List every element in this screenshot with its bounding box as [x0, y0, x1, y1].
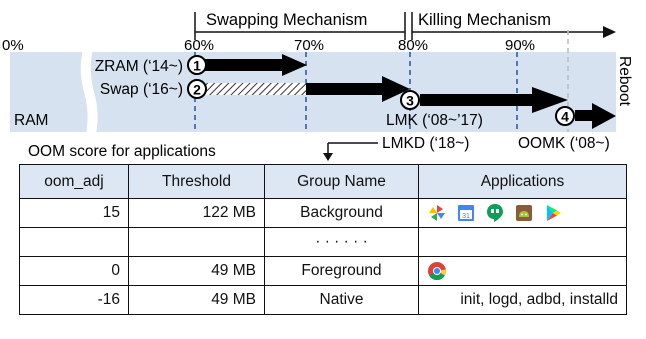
oomk-arrowhead	[592, 103, 616, 129]
cell-threshold	[128, 227, 265, 257]
table-row: 0 49 MB Foreground	[19, 256, 627, 286]
swap-arrow-hatched-shaft	[205, 83, 308, 95]
header-group-name: Group Name	[264, 164, 419, 199]
swap-label: Swap (‘16~)	[100, 81, 183, 98]
swap-arrow-solid-shaft	[306, 83, 384, 95]
marker-3: 3	[400, 90, 420, 110]
hangouts-icon	[487, 204, 503, 222]
table-row: 15 122 MB Background 31	[19, 198, 627, 228]
killing-range-arrowhead	[603, 26, 616, 38]
calendar-icon: 31	[458, 205, 474, 221]
cell-group-name: Background	[264, 198, 419, 228]
cell-ellipsis: · · · · · ·	[264, 227, 419, 257]
zram-label: ZRAM (‘14~)	[95, 58, 183, 75]
cell-oom-adj: 0	[19, 256, 129, 286]
marker-2: 2	[187, 79, 207, 99]
cell-applications	[418, 227, 627, 257]
ram-bar-break	[80, 50, 98, 134]
lmkd-pointer-arrowhead	[323, 153, 333, 161]
table-row: · · · · · ·	[19, 227, 627, 257]
oomk-label: OOMK (‘08~)	[518, 135, 610, 152]
header-oom-adj: oom_adj	[19, 164, 129, 199]
cell-threshold: 49 MB	[128, 256, 265, 286]
cell-applications: init, logd, adbd, installd	[418, 285, 627, 315]
table-row: -16 49 MB Native init, logd, adbd, insta…	[19, 285, 627, 315]
cell-applications: 31	[418, 198, 627, 228]
percent-80-label: 80%	[398, 37, 428, 54]
android-icon	[516, 205, 532, 221]
marker-1: 1	[187, 55, 207, 75]
play-store-icon	[547, 205, 561, 221]
cell-oom-adj: 15	[19, 198, 129, 228]
percent-0-label: 0%	[2, 37, 24, 54]
marker-3-number: 3	[406, 93, 414, 109]
lmkd-pointer	[327, 142, 378, 154]
lmk-arrow-shaft	[420, 94, 535, 106]
header-applications: Applications	[418, 164, 627, 199]
marker-4: 4	[555, 106, 575, 126]
killing-mechanism-label: Killing Mechanism	[418, 11, 551, 29]
lmk-arrowhead	[532, 87, 568, 113]
percent-60-label: 60%	[184, 37, 214, 54]
zram-arrowhead	[282, 54, 307, 76]
cell-group-name: Native	[264, 285, 419, 315]
swapping-mechanism-label: Swapping Mechanism	[206, 11, 367, 29]
cell-oom-adj: -16	[19, 285, 129, 315]
swap-arrowhead	[382, 76, 410, 102]
pinwheel-icon	[429, 205, 445, 221]
lmk-label: LMK (‘08~’17)	[386, 112, 483, 129]
table-header-row: oom_adj Threshold Group Name Application…	[19, 164, 627, 199]
percent-90-label: 90%	[505, 37, 535, 54]
zram-arrow-shaft	[205, 59, 285, 71]
marker-1-number: 1	[193, 58, 201, 74]
percent-70-label: 70%	[294, 37, 324, 54]
oom-score-label: OOM score for applications	[28, 143, 216, 160]
marker-4-number: 4	[561, 109, 569, 125]
swapping-range-bracket	[194, 12, 406, 40]
killing-range-bracket	[411, 12, 605, 40]
marker-2-number: 2	[193, 82, 201, 98]
chrome-icon	[428, 262, 447, 281]
lmkd-label: LMKD (‘18~)	[382, 135, 469, 152]
reboot-label: Reboot	[616, 56, 633, 107]
oomk-arrow-shaft	[575, 110, 595, 121]
cell-applications	[418, 256, 627, 286]
cell-group-name: Foreground	[264, 256, 419, 286]
ram-label: RAM	[14, 112, 48, 129]
svg-text:31: 31	[462, 213, 470, 220]
cell-threshold: 122 MB	[128, 198, 265, 228]
cell-threshold: 49 MB	[128, 285, 265, 315]
header-threshold: Threshold	[128, 164, 265, 199]
cell-oom-adj	[19, 227, 129, 257]
oom-score-table: oom_adj Threshold Group Name Application…	[19, 164, 627, 315]
